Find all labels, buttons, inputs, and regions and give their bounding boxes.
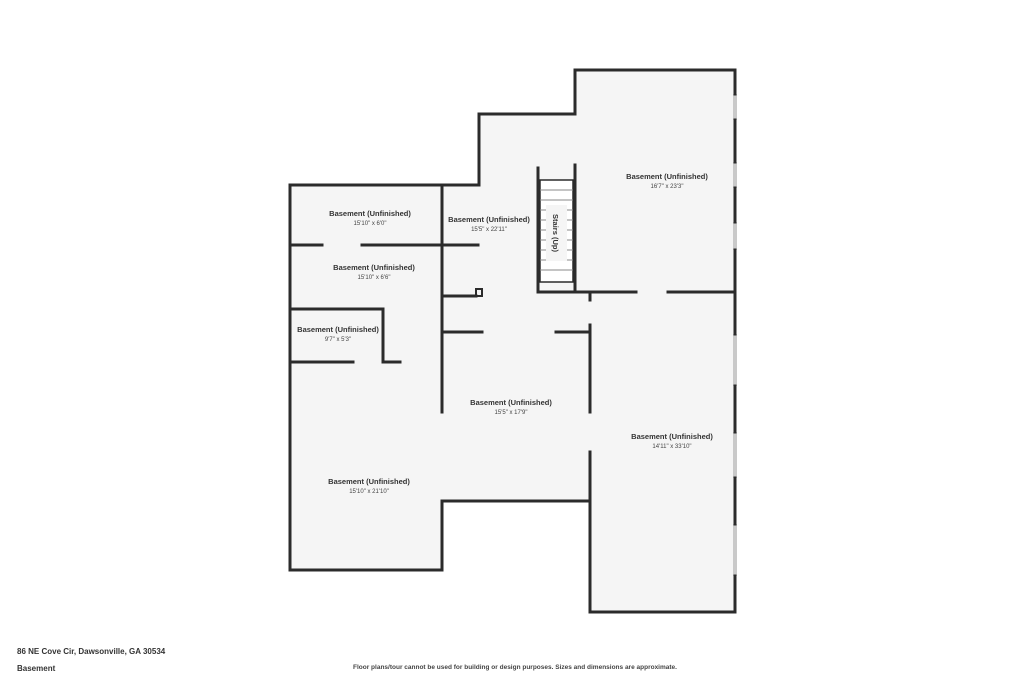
svg-text:15'10" x 6'0": 15'10" x 6'0" bbox=[354, 221, 387, 227]
svg-text:9'7" x 5'3": 9'7" x 5'3" bbox=[325, 337, 351, 343]
svg-text:Basement (Unfinished): Basement (Unfinished) bbox=[631, 432, 713, 441]
svg-text:15'10" x 21'10": 15'10" x 21'10" bbox=[349, 489, 389, 495]
walls bbox=[288, 68, 737, 614]
room-label: Basement (Unfinished) 15'5" x 17'9" bbox=[470, 398, 552, 416]
footer-info: 86 NE Cove Cir, Dawsonville, GA 30534 Ba… bbox=[17, 643, 165, 677]
svg-text:Basement (Unfinished): Basement (Unfinished) bbox=[470, 398, 552, 407]
level-name: Basement bbox=[17, 664, 56, 673]
svg-text:Basement (Unfinished): Basement (Unfinished) bbox=[328, 477, 410, 486]
svg-text:Basement (Unfinished): Basement (Unfinished) bbox=[448, 215, 530, 224]
address: 86 NE Cove Cir, Dawsonville, GA 30534 bbox=[17, 647, 166, 656]
room-label: Basement (Unfinished) 15'10" x 6'0" bbox=[329, 209, 411, 227]
floor-area bbox=[290, 70, 735, 612]
svg-text:Basement (Unfinished): Basement (Unfinished) bbox=[333, 263, 415, 272]
svg-text:Basement (Unfinished): Basement (Unfinished) bbox=[297, 325, 379, 334]
svg-text:14'11" x 33'10": 14'11" x 33'10" bbox=[652, 444, 691, 450]
svg-text:15'5" x 22'11": 15'5" x 22'11" bbox=[471, 227, 507, 233]
svg-text:16'7" x 23'3": 16'7" x 23'3" bbox=[651, 184, 684, 190]
stairs-label: Stairs (Up) bbox=[551, 214, 560, 252]
svg-text:Basement (Unfinished): Basement (Unfinished) bbox=[626, 172, 708, 181]
room-label: Basement (Unfinished) 14'11" x 33'10" bbox=[631, 432, 713, 450]
room-label: Basement (Unfinished) 15'10" x 6'6" bbox=[333, 263, 415, 281]
stairs: Stairs (Up) bbox=[539, 179, 574, 283]
svg-text:Basement (Unfinished): Basement (Unfinished) bbox=[329, 209, 411, 218]
room-label: Basement (Unfinished) 15'5" x 22'11" bbox=[448, 215, 530, 233]
svg-text:15'5" x 17'9": 15'5" x 17'9" bbox=[495, 410, 528, 416]
disclaimer: Floor plans/tour cannot be used for buil… bbox=[353, 664, 677, 671]
svg-text:15'10" x 6'6": 15'10" x 6'6" bbox=[358, 275, 391, 281]
room-label: Basement (Unfinished) 9'7" x 5'3" bbox=[297, 325, 379, 343]
room-label: Basement (Unfinished) 16'7" x 23'3" bbox=[626, 172, 708, 190]
room-label: Basement (Unfinished) 15'10" x 21'10" bbox=[328, 477, 410, 495]
